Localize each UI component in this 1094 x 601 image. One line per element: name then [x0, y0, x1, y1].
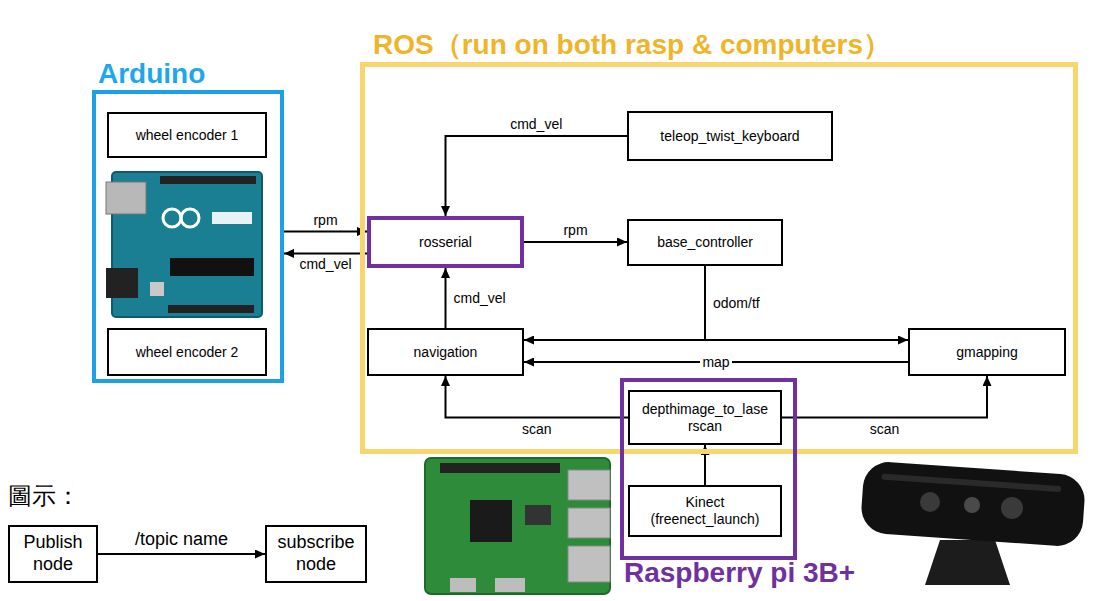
process-box: Kinect (freenect_launch)	[628, 485, 782, 537]
drawing-part	[450, 578, 476, 592]
node-text: navigation	[414, 344, 478, 361]
node-text: wheel encoder 2	[136, 344, 239, 361]
node-text: Publish node	[18, 532, 88, 575]
node-text: depthimage_to_lase rscan	[638, 401, 772, 435]
connector-arrow	[446, 136, 628, 216]
raspberry-pi-board	[425, 458, 610, 594]
legend-box: subscribe node	[265, 525, 367, 583]
node-text: teleop_twist_keyboard	[660, 128, 799, 145]
drawing-part	[440, 463, 560, 473]
topic-label: /topic name	[133, 529, 230, 551]
drawing-part	[470, 500, 512, 542]
legend-box: Publish node	[8, 525, 98, 583]
connector-arrow	[705, 266, 908, 340]
region-heading: Arduino	[98, 59, 205, 90]
process-box: rosserial	[367, 216, 524, 268]
process-box: wheel encoder 2	[107, 328, 267, 376]
drawing-part	[964, 497, 980, 513]
kinect-sensor	[860, 460, 1086, 585]
node-text: rosserial	[419, 234, 472, 251]
node-text: base_controller	[657, 234, 753, 251]
topic-label: scan	[868, 421, 902, 438]
drawing-part	[425, 458, 610, 594]
topic-label: odom/tf	[711, 295, 762, 312]
drawing-part	[212, 212, 252, 224]
drawing-part	[568, 546, 610, 582]
process-box: gmapping	[908, 328, 1066, 376]
drawing-part	[860, 460, 1086, 547]
process-box: base_controller	[627, 219, 783, 266]
raspberry-pi-region: Raspberry pi 3B+depthimage_to_lase rscan…	[620, 378, 797, 560]
drawing-part	[106, 182, 146, 214]
drawing-part	[568, 508, 610, 538]
region-heading: Raspberry pi 3B+	[624, 558, 855, 589]
drawing-part	[525, 505, 551, 525]
connector-arrow	[445, 268, 447, 328]
drawing-part	[163, 209, 181, 227]
legend-heading: 圖示：	[8, 480, 80, 512]
topic-label: rpm	[311, 212, 339, 229]
topic-label: cmd_vel	[508, 116, 564, 133]
drawing-part	[168, 305, 254, 313]
drawing-part	[881, 474, 1061, 493]
node-text: wheel encoder 1	[136, 127, 239, 144]
connector-arrow	[284, 231, 367, 233]
drawing-part	[925, 540, 1010, 585]
region-heading: ROS（run on both rasp & computers）	[373, 30, 891, 61]
topic-label: rpm	[561, 222, 589, 239]
process-box: wheel encoder 1	[107, 112, 267, 158]
drawing-part	[568, 470, 610, 500]
node-text: subscribe node	[275, 532, 357, 575]
drawing-part	[920, 492, 940, 512]
process-box: navigation	[367, 328, 524, 376]
connector-arrow	[782, 376, 987, 418]
drawing-part	[1001, 497, 1023, 519]
drawing-part	[495, 578, 525, 592]
drawing-part	[150, 282, 164, 296]
connector-arrow	[284, 252, 367, 254]
connector-arrow	[98, 553, 265, 555]
arduino-region: Arduinowheel encoder 1wheel encoder 2	[92, 90, 284, 383]
connector-arrow	[524, 241, 627, 243]
connector-arrow	[446, 376, 629, 418]
node-text: Kinect (freenect_launch)	[638, 494, 772, 528]
drawing-part	[106, 268, 138, 298]
drawing-part	[181, 209, 199, 227]
drawing-part	[160, 176, 256, 184]
topic-label: cmd_vel	[297, 256, 353, 273]
process-box: teleop_twist_keyboard	[627, 111, 833, 161]
topic-label: map	[700, 354, 731, 371]
drawing-part	[170, 258, 254, 276]
topic-label: cmd_vel	[452, 290, 508, 307]
arduino-board	[106, 172, 262, 317]
topic-label: scan	[520, 421, 554, 438]
connector-arrow	[524, 266, 705, 340]
node-text: gmapping	[956, 344, 1018, 361]
process-box: depthimage_to_lase rscan	[628, 390, 782, 445]
